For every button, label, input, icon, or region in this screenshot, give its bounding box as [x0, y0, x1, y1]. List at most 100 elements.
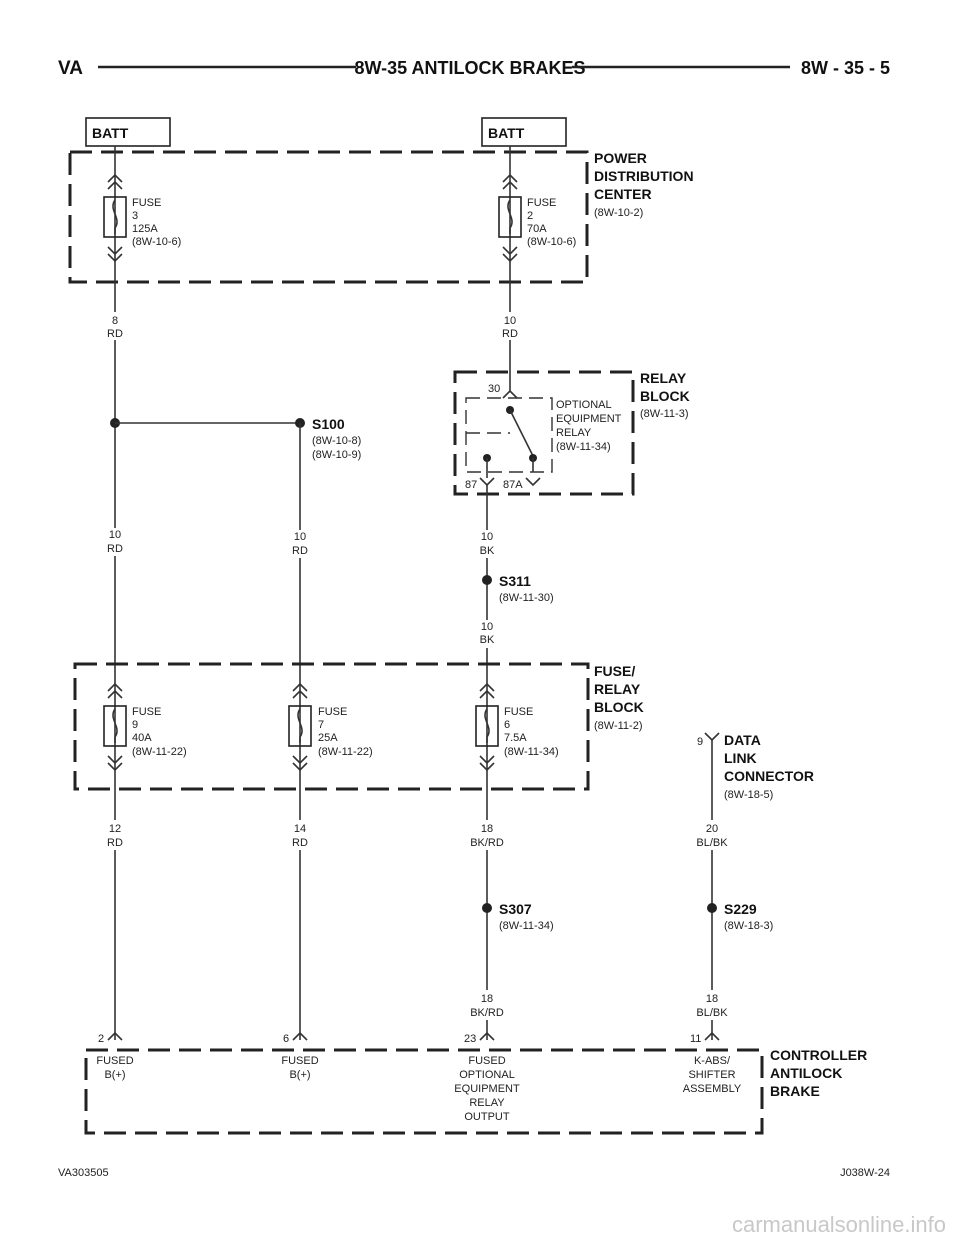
batt-box-right	[481, 117, 567, 147]
cab-pin11: 11	[690, 1033, 701, 1045]
fuse2-l2: 2	[527, 210, 533, 222]
footer-right: J038W-24	[840, 1167, 890, 1179]
relay-block-l2: BLOCK	[640, 388, 690, 404]
w20-gauge: 20	[706, 823, 718, 835]
cab-l1: CONTROLLER	[770, 1047, 867, 1063]
frb-l2: RELAY	[594, 681, 641, 697]
relay-pin30: 30	[488, 383, 500, 395]
cab-box	[84, 1048, 764, 1135]
w14-gauge: 14	[294, 823, 306, 835]
fuse7-l3: 25A	[318, 732, 338, 744]
w10b-color: RD	[107, 543, 123, 555]
cab-d23e: OUTPUT	[464, 1111, 510, 1123]
relay-l1: OPTIONAL	[556, 399, 612, 411]
w10a-color: RD	[502, 328, 518, 340]
fuse6-l3: 7.5A	[504, 732, 527, 744]
w12-gauge: 12	[109, 823, 121, 835]
header-right: 8W - 35 - 5	[801, 58, 890, 78]
w10d-gauge: 10	[481, 531, 493, 543]
cab-l2: ANTILOCK	[770, 1065, 842, 1081]
w10d-color: BK	[480, 545, 495, 557]
dlc-l2: LINK	[724, 750, 757, 766]
cab-d23c: EQUIPMENT	[454, 1083, 520, 1095]
fuse-6	[475, 682, 499, 772]
cab-d6a: FUSED	[281, 1055, 318, 1067]
w18c-color: BL/BK	[696, 1007, 728, 1019]
relay-l3: RELAY	[556, 427, 592, 439]
frb-l3: BLOCK	[594, 699, 644, 715]
fuse9-l3: 40A	[132, 732, 152, 744]
frb-ref: (8W-11-2)	[594, 720, 643, 732]
fuse7-l1: FUSE	[318, 706, 347, 718]
cab-d23a: FUSED	[468, 1055, 505, 1067]
w10e-color: BK	[480, 634, 495, 646]
fuse6-l4: (8W-11-34)	[504, 746, 559, 758]
cab-d23b: OPTIONAL	[459, 1069, 515, 1081]
fuse3-l3: 125A	[132, 223, 158, 235]
s100-name: S100	[312, 416, 345, 432]
cab-d2a: FUSED	[96, 1055, 133, 1067]
fuse-3	[103, 173, 127, 263]
fuse3-l2: 3	[132, 210, 138, 222]
batt-label-left: BATT	[92, 125, 129, 141]
w14-color: RD	[292, 837, 308, 849]
fuse9-l1: FUSE	[132, 706, 161, 718]
cab-d6b: B(+)	[289, 1069, 310, 1081]
relay-pin87: 87	[465, 479, 477, 491]
w10c-gauge: 10	[294, 531, 306, 543]
w10b-gauge: 10	[109, 529, 121, 541]
relay-block-l1: RELAY	[640, 370, 687, 386]
cab-d11b: SHIFTER	[688, 1069, 735, 1081]
w8-color: RD	[107, 328, 123, 340]
batt-label-right: BATT	[488, 125, 525, 141]
page-title: 8W-35 ANTILOCK BRAKES	[355, 58, 586, 78]
dlc-l1: DATA	[724, 732, 761, 748]
w18b-gauge: 18	[481, 993, 493, 1005]
watermark: carmanualsonline.info	[732, 1212, 946, 1237]
pdc-box	[68, 150, 589, 284]
w10c-color: RD	[292, 545, 308, 557]
fuse-7	[288, 682, 312, 772]
w20-color: BL/BK	[696, 837, 728, 849]
cab-d11c: ASSEMBLY	[683, 1083, 742, 1095]
s229-dot	[707, 903, 717, 913]
pdc-label-2: DISTRIBUTION	[594, 168, 694, 184]
cab-d2b: B(+)	[104, 1069, 125, 1081]
fuse3-l4: (8W-10-6)	[132, 236, 181, 248]
w10e-gauge: 10	[481, 621, 493, 633]
s229-ref: (8W-18-3)	[724, 920, 773, 932]
s307-ref: (8W-11-34)	[499, 920, 554, 932]
pdc-label-1: POWER	[594, 150, 647, 166]
s311-ref: (8W-11-30)	[499, 592, 554, 604]
fuse2-l3: 70A	[527, 223, 547, 235]
fuse2-l4: (8W-10-6)	[527, 236, 576, 248]
frb-l1: FUSE/	[594, 663, 635, 679]
cab-d11a: K-ABS/	[694, 1055, 731, 1067]
dlc-ref: (8W-18-5)	[724, 789, 773, 801]
s100-ref1: (8W-10-8)	[312, 435, 361, 447]
w10a-gauge: 10	[504, 315, 516, 327]
relay-switch	[509, 409, 534, 457]
dlc-pin: 9	[697, 736, 703, 748]
fuse-9	[103, 682, 127, 772]
relay-block-ref: (8W-11-3)	[640, 408, 689, 420]
fuse9-l2: 9	[132, 719, 138, 731]
cab-l3: BRAKE	[770, 1083, 820, 1099]
relay-pin87a: 87A	[503, 479, 523, 491]
s229-name: S229	[724, 901, 757, 917]
batt-box-left	[85, 117, 171, 147]
s307-name: S307	[499, 901, 532, 917]
fuse3-l1: FUSE	[132, 197, 161, 209]
relay-ref: (8W-11-34)	[556, 441, 611, 453]
cab-pin23: 23	[464, 1033, 476, 1045]
fuse-relay-block-box	[73, 662, 590, 791]
w12-color: RD	[107, 837, 123, 849]
footer-left: VA303505	[58, 1167, 109, 1179]
fuse9-l4: (8W-11-22)	[132, 746, 187, 758]
cab-d23d: RELAY	[469, 1097, 505, 1109]
cab-pin6: 6	[283, 1033, 289, 1045]
w8-gauge: 8	[112, 315, 118, 327]
w18b-color: BK/RD	[470, 1007, 504, 1019]
fuse6-l1: FUSE	[504, 706, 533, 718]
w18c-gauge: 18	[706, 993, 718, 1005]
